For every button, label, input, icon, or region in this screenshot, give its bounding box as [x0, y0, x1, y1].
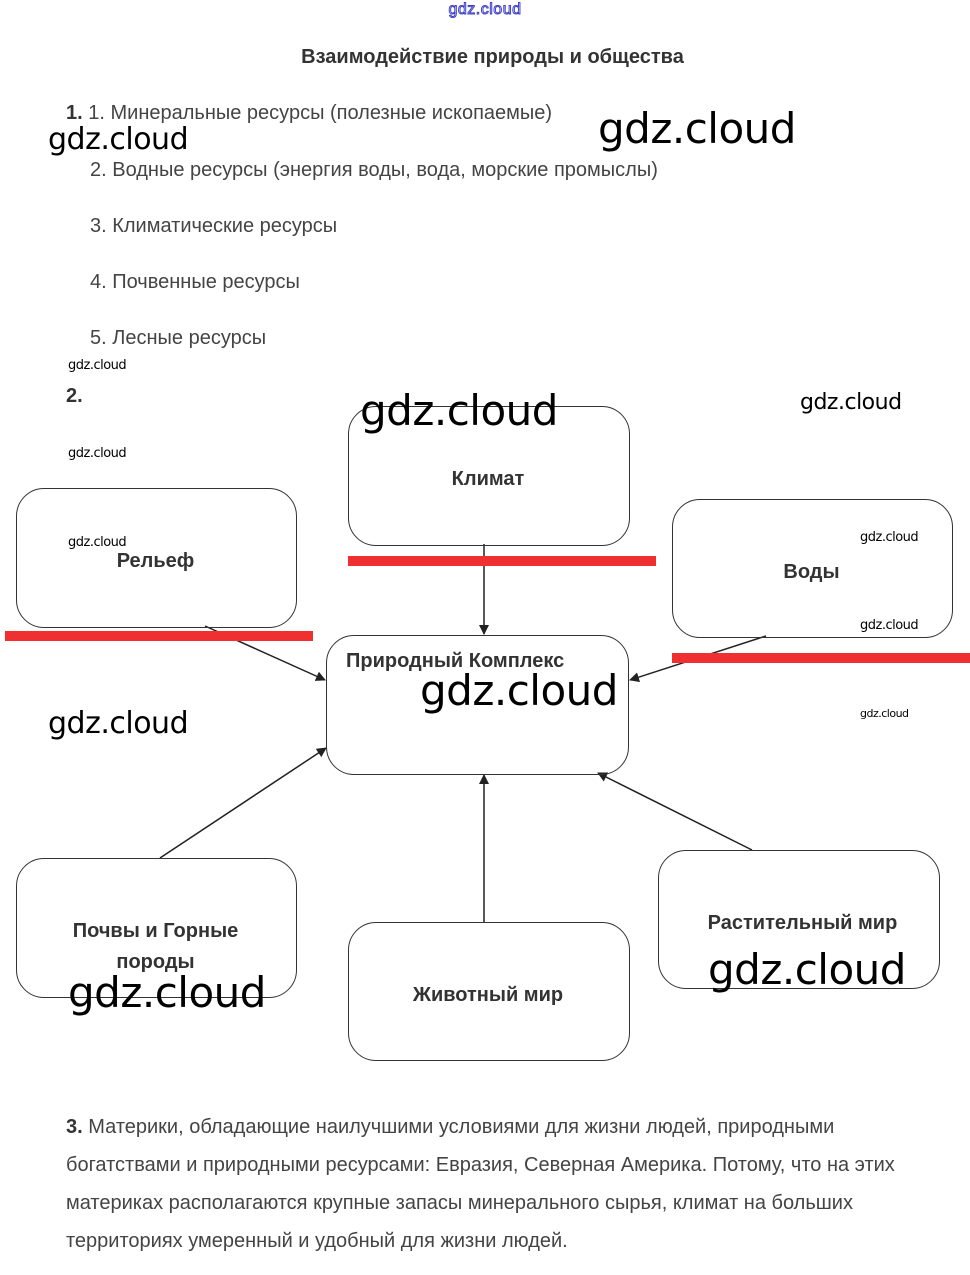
q1-item-3: 3. Климатические ресурсы [90, 215, 338, 237]
q1-item-2: 2. Водные ресурсы (энергия воды, вода, м… [90, 159, 658, 181]
watermark: gdz.cloud [420, 666, 618, 715]
arrow-soils-to-center [159, 747, 327, 859]
watermark: gdz.cloud [860, 707, 909, 720]
node-waters-label: Воды [783, 561, 840, 583]
q3-number: 3. [66, 1116, 83, 1138]
watermark: gdz.cloud [68, 535, 127, 550]
node-flora-label: Растительный мир [707, 912, 898, 934]
page-title: Взаимодействие природы и общества [301, 46, 684, 68]
watermark: gdz.cloud [800, 390, 902, 415]
q2-number: 2. [66, 385, 83, 407]
q1-item-4: 4. Почвенные ресурсы [90, 271, 300, 293]
watermark: gdz.cloud [860, 618, 919, 633]
watermark: gdz.cloud [48, 706, 189, 741]
node-fauna [348, 922, 630, 1061]
red-underline-relief [5, 631, 313, 641]
watermark: gdz.cloud [360, 386, 558, 435]
node-flora [658, 850, 940, 989]
q1-item-5: 5. Лесные ресурсы [90, 327, 267, 349]
node-climate-label: Климат [451, 468, 525, 490]
red-underline-waters [672, 653, 970, 663]
red-underline-climate [348, 556, 656, 566]
node-relief-label: Рельеф [116, 550, 195, 572]
q1-number: 1. [66, 102, 83, 124]
q3-paragraph: 3. Материки, обладающие наилучшими услов… [66, 1108, 946, 1260]
q1-item-1: 1. 1. Минеральные ресурсы (полезные иско… [66, 102, 552, 125]
watermark: gdz.cloud [48, 122, 189, 157]
node-soils-label-2: породы [116, 951, 195, 973]
node-soils-label-1: Почвы и Горные [72, 920, 239, 942]
node-center-label: Природный Комплекс [346, 650, 565, 672]
node-relief [16, 488, 297, 628]
q3-text: Материки, обладающие наилучшими условиям… [66, 1116, 895, 1252]
watermark: gdz.cloud [598, 104, 796, 153]
watermark: gdz.cloud [708, 945, 906, 994]
watermark: gdz.cloud [68, 968, 266, 1017]
node-soils [16, 858, 297, 998]
watermark: gdz.cloud [860, 530, 919, 545]
node-center [326, 635, 629, 775]
watermark: gdz.cloud [68, 446, 127, 461]
node-waters [672, 499, 953, 638]
site-link[interactable]: gdz.cloud [448, 1, 522, 19]
node-fauna-label: Животный мир [412, 984, 564, 1006]
arrow-flora-to-center [597, 772, 753, 851]
watermark: gdz.cloud [68, 358, 127, 373]
node-climate [348, 406, 630, 546]
q1-item-1-text: 1. Минеральные ресурсы (полезные ископае… [88, 102, 553, 124]
